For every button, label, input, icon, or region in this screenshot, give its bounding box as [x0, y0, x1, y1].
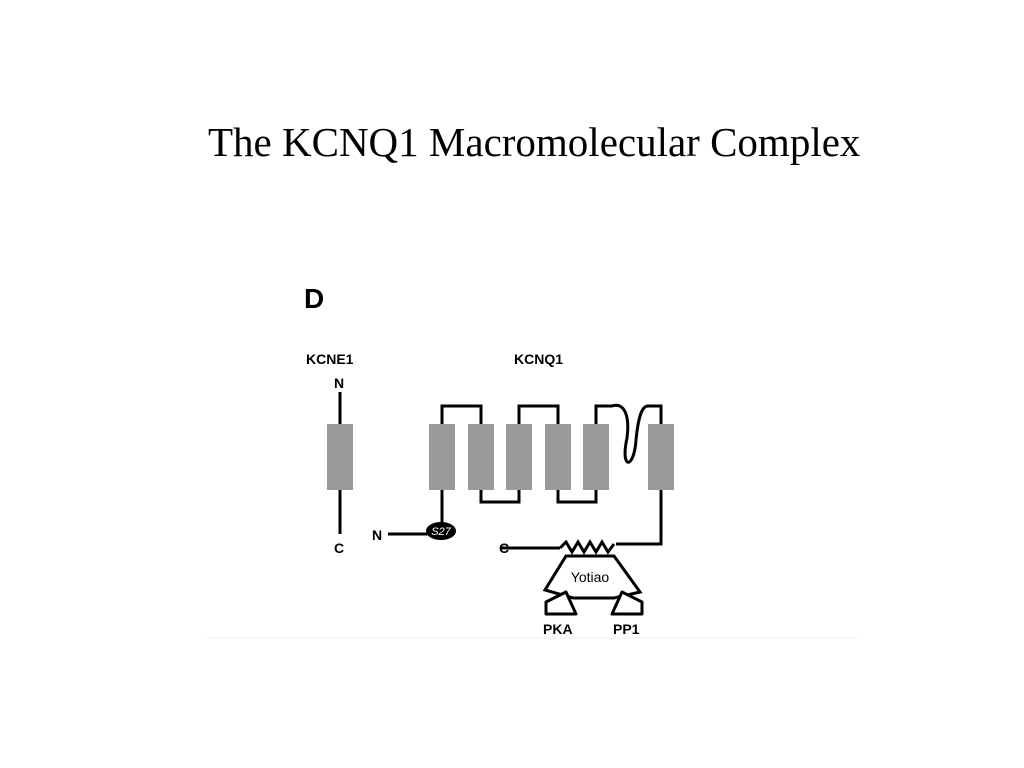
kcnq1-helix-s3 — [506, 424, 532, 490]
pka-shape — [544, 590, 578, 616]
kcnq1-helix-s6 — [648, 424, 674, 490]
slide-title: The KCNQ1 Macromolecular Complex — [208, 119, 861, 165]
yotiao-complex: Yotiao PKA PP1 — [542, 539, 644, 637]
kcne1-transmembrane-helix — [327, 424, 353, 490]
kcnq1-helix-s5 — [583, 424, 609, 490]
kcne1-label: KCNE1 — [306, 351, 354, 367]
s1-s2-loop — [440, 404, 483, 424]
kcnq1-helix-s4 — [545, 424, 571, 490]
panel-label: D — [304, 283, 324, 314]
kcnq1-label: KCNQ1 — [514, 351, 563, 367]
yotiao-label: Yotiao — [571, 569, 610, 585]
s3-s4-loop — [517, 404, 560, 424]
leucine-zipper-interaction — [558, 539, 616, 555]
pp1-label: PP1 — [613, 621, 640, 637]
pore-loop — [594, 403, 663, 464]
kcne1-n-terminus: N — [334, 375, 344, 391]
kcne1-subunit: KCNE1 N C — [306, 351, 354, 556]
kcnq1-n-terminus: N — [372, 527, 382, 543]
kcnq1-helix-s1 — [429, 424, 455, 490]
kcnq1-c-terminus: C — [499, 540, 509, 556]
kcnq1-helix-s2 — [468, 424, 494, 490]
s27-label: S27 — [431, 526, 451, 538]
pp1-shape — [610, 590, 644, 616]
s27-phosphosite — [426, 522, 456, 540]
kcnq1-subunit: KCNQ1 S27 N C — [372, 351, 674, 556]
s4-s5-loop — [556, 490, 598, 504]
s2-s3-loop — [479, 490, 521, 504]
yotiao-shape — [542, 554, 643, 600]
kcnq1-loops — [388, 403, 663, 550]
pka-label: PKA — [543, 621, 573, 637]
kcne1-c-terminus: C — [334, 540, 344, 556]
kcnq1-c-tail — [616, 490, 663, 546]
